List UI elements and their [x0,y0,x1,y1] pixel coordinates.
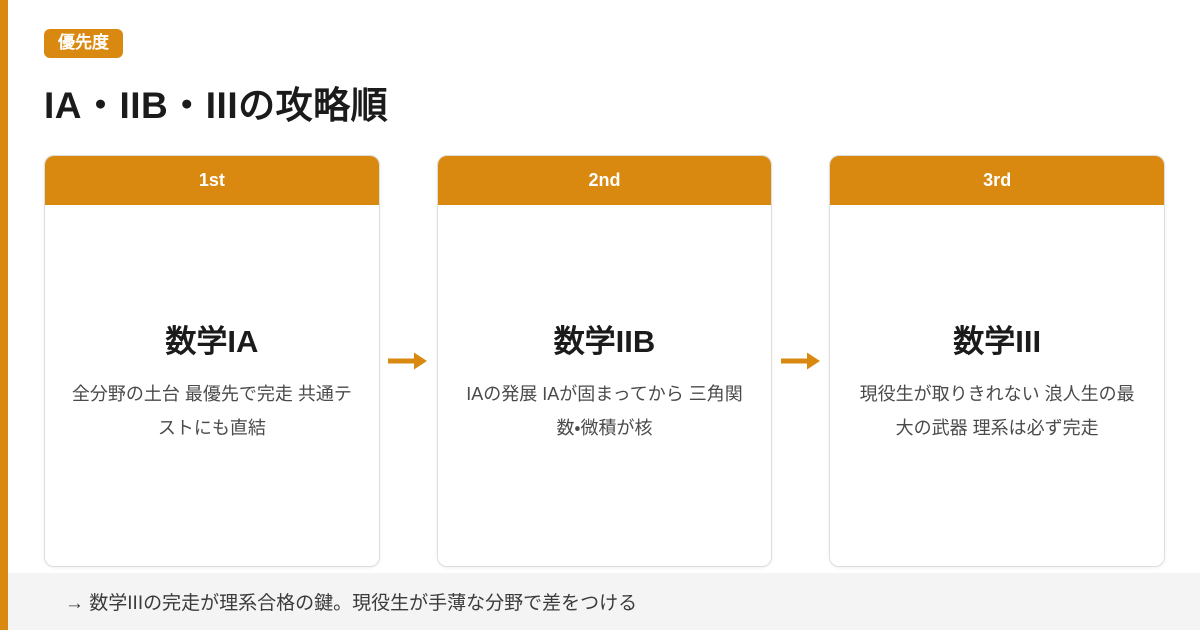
page-title: IA・IIB・IIIの攻略順 [44,84,389,126]
card-1-description: 全分野の土台 最優先で完走 共通テストにも直結 [71,383,352,438]
arrow-right-icon [388,352,428,370]
left-accent-bar [0,0,8,630]
card-step-3: 3rd 数学III 現役生が取りきれない 浪人生の最大の武器 理系は必ず完走 [829,154,1166,567]
card-step-2: 2nd 数学IIB IAの発展 IAが固まってから 三角関数・微積が核 [436,154,773,567]
card-2-description: IAの発展 IAが固まってから 三角関数・微積が核 [466,383,743,438]
card-3-body: 数学III 現役生が取りきれない 浪人生の最大の武器 理系は必ず完走 [830,205,1164,566]
footer-note-text: → 数学IIIの完走が理系合格の鍵。現役生が手薄な分野で差をつける [65,593,638,614]
priority-badge: 優先度 [44,29,123,58]
card-1-rank-header: 1st [45,155,379,205]
steps-row: 1st 数学IA 全分野の土台 最優先で完走 共通テストにも直結 2nd 数学I… [44,154,1166,567]
card-2-title: 数学IIB [553,323,656,359]
main-content: 優先度 IA・IIB・IIIの攻略順 1st 数学IA 全分野の土台 最優先で完… [44,29,1166,567]
card-1-body: 数学IA 全分野の土台 最優先で完走 共通テストにも直結 [45,205,379,566]
footer-note: → 数学IIIの完走が理系合格の鍵。現役生が手薄な分野で差をつける [8,573,1200,630]
arrow-cell-2 [772,155,829,567]
card-2-rank-header: 2nd [437,155,772,205]
arrow-cell-1 [380,155,437,567]
card-3-description: 現役生が取りきれない 浪人生の最大の武器 理系は必ず完走 [859,383,1135,438]
card-3-rank-header: 3rd [830,155,1165,205]
arrow-right-icon [780,352,820,370]
card-3-title: 数学III [953,323,1042,359]
card-step-1: 1st 数学IA 全分野の土台 最優先で完走 共通テストにも直結 [44,154,380,567]
card-1-title: 数学IA [165,323,259,359]
card-2-body: 数学IIB IAの発展 IAが固まってから 三角関数・微積が核 [438,205,772,566]
